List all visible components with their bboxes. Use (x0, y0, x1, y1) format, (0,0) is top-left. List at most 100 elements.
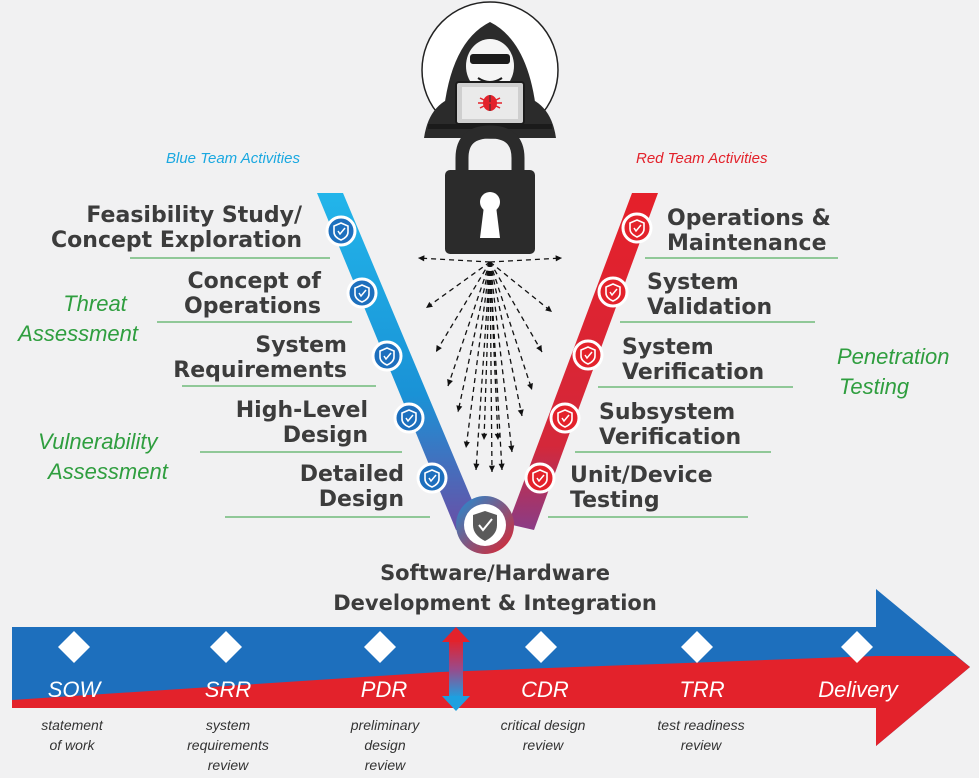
shield-check-icon (401, 409, 417, 428)
attack-ray-arrowhead (494, 433, 501, 440)
attack-ray-arrowhead (517, 409, 524, 416)
attack-ray-arrowhead (447, 379, 453, 386)
blue-shield-badge (325, 215, 357, 247)
red-shield-badge (621, 212, 653, 244)
attack-ray-arrowhead (498, 463, 505, 470)
timeline-red-head (876, 656, 970, 746)
milestone-diamond (841, 631, 873, 663)
attack-ray (483, 261, 491, 441)
step-operations-maintenance: Operations &Maintenance (667, 206, 831, 256)
attack-ray (435, 261, 491, 353)
milestone-diamond (681, 631, 713, 663)
milestone-diamonds (58, 631, 873, 663)
red-shield-badge (597, 276, 629, 308)
red-shield-badge (524, 462, 556, 494)
red-shield-badge (572, 339, 604, 371)
threat-assessment-label: Threat Assessment (18, 291, 138, 346)
hacker-icon (421, 1, 559, 139)
attack-ray (475, 261, 491, 471)
attack-ray (489, 261, 523, 417)
attack-ray-arrowhead (527, 383, 533, 390)
shield-check-icon (605, 283, 621, 302)
shield-check-icon (532, 469, 548, 488)
timeline-arrow (12, 589, 970, 746)
attack-ray (425, 261, 491, 309)
shield-badges (325, 212, 653, 494)
attack-ray-arrowhead (536, 345, 542, 352)
padlock-icon (445, 125, 535, 254)
step-feasibility-study: Feasibility Study/Concept Exploration (51, 203, 302, 253)
milestone-srr: SRR (204, 677, 252, 702)
attack-ray-arrowhead (426, 301, 433, 308)
blue-shield-badge (416, 462, 448, 494)
red-shield-badge (549, 402, 581, 434)
attack-ray-arrowhead (545, 305, 552, 312)
shield-check-icon (424, 469, 440, 488)
attack-ray (489, 261, 553, 313)
attack-ray-arrowhead (555, 255, 562, 262)
milestone-pdr: PDR (360, 677, 408, 702)
red-team-label: Red Team Activities (636, 150, 768, 167)
attack-ray (489, 261, 543, 353)
milestone-cdr: CDR (521, 677, 569, 702)
milestone-diamond (58, 631, 90, 663)
phase-divider-arrow (442, 627, 470, 711)
attack-ray (465, 261, 491, 449)
attack-ray (457, 261, 491, 413)
milestone-diamond (210, 631, 242, 663)
shield-check-icon (354, 284, 370, 303)
attack-ray-arrowhead (508, 445, 515, 452)
penetration-testing-label: Penetration Testing (837, 344, 950, 399)
attack-ray-arrowhead (456, 405, 463, 412)
blue-shield-badge (346, 277, 378, 309)
vulnerability-assessment-label: Vulnerability Assessment (38, 429, 168, 484)
attack-ray-arrowhead (418, 255, 425, 262)
milestone-delivery: Delivery (818, 677, 898, 702)
milestone-diamond (525, 631, 557, 663)
attack-ray (489, 261, 493, 473)
attack-rays (417, 255, 563, 473)
left-underlines (130, 257, 430, 518)
attack-ray (417, 257, 491, 263)
attack-ray (447, 261, 491, 387)
shield-check-icon (333, 222, 349, 241)
milestone-diamond (364, 631, 396, 663)
milestone-sow: SOW (47, 677, 101, 702)
attack-ray (489, 261, 513, 453)
attack-ray-arrowhead (481, 433, 488, 440)
shield-check-icon (629, 219, 645, 238)
attack-ray-arrowhead (473, 463, 480, 470)
shield-check-icon (379, 347, 395, 366)
blue-team-label: Blue Team Activities (166, 150, 300, 167)
attack-ray (489, 261, 533, 391)
attack-ray (489, 257, 563, 263)
attack-ray-arrowhead (436, 345, 442, 352)
right-underlines (548, 257, 838, 518)
blue-shield-badge (393, 402, 425, 434)
shield-check-icon (580, 346, 596, 365)
bug-icon (478, 95, 502, 111)
center-shield-badge (456, 496, 514, 554)
blue-shield-badge (371, 340, 403, 372)
attack-ray (489, 261, 499, 441)
shield-check-icon (557, 409, 573, 428)
attack-ray-arrowhead (463, 441, 470, 448)
attack-ray-arrowhead (488, 465, 495, 472)
timeline-red-band (12, 656, 876, 708)
milestone-trr: TRR (679, 677, 725, 702)
